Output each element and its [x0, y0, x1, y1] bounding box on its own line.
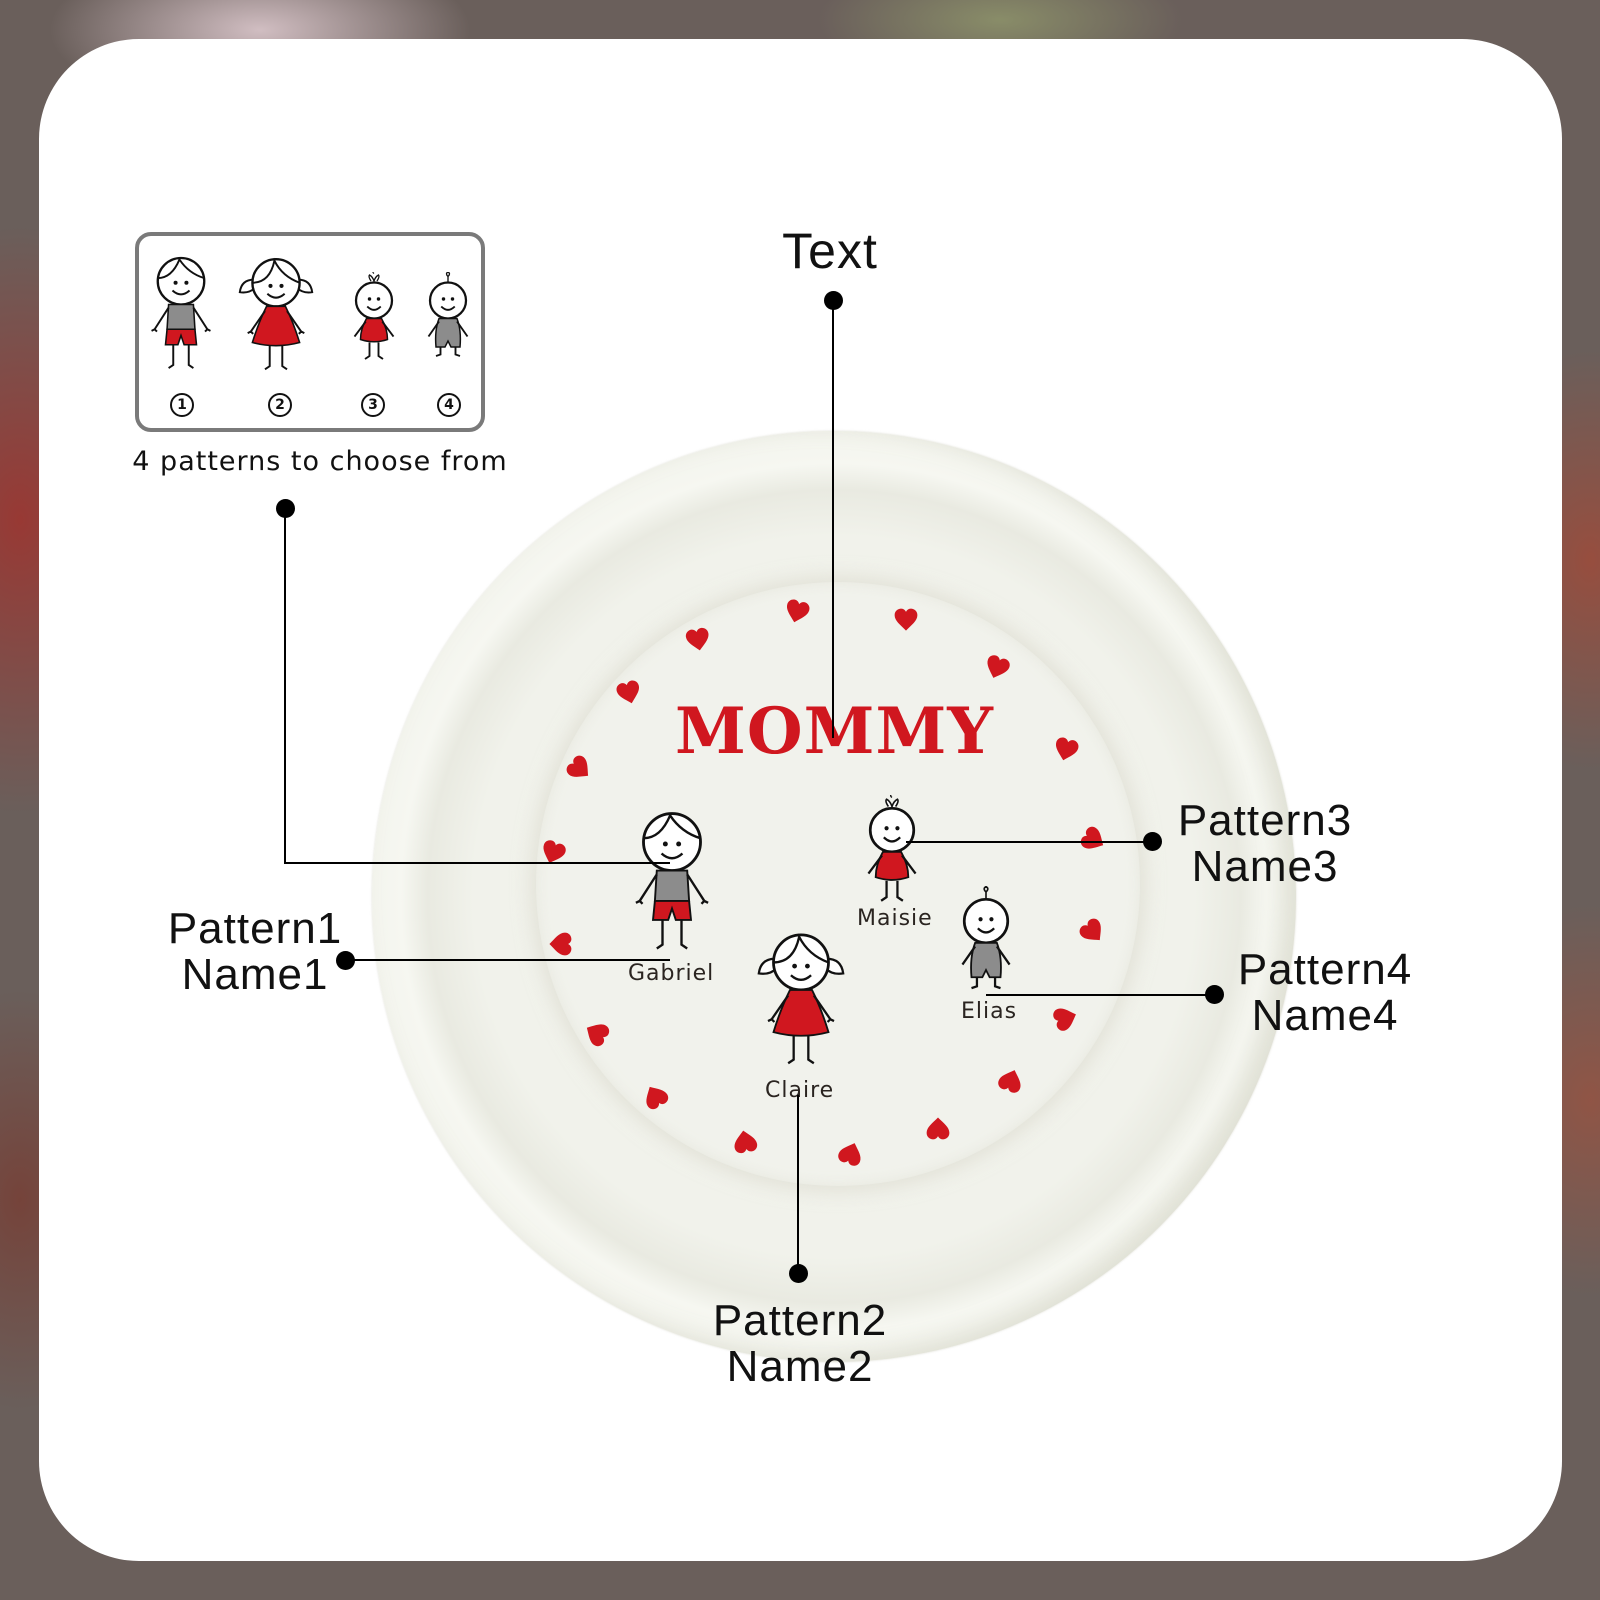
heart-icon [893, 607, 919, 633]
callout-legend-line-vertical [284, 508, 286, 864]
callout-pattern4-dot [1205, 985, 1224, 1004]
callout-pattern4-line [986, 994, 1214, 996]
callout-pattern3-line2: Name3 [1191, 842, 1339, 891]
callout-legend-line-horizontal [284, 862, 670, 864]
callout-pattern4-label: Pattern4 Name4 [1220, 947, 1430, 1039]
pattern-number-4: 4 [437, 393, 461, 417]
heart-icon [547, 931, 573, 957]
callout-pattern3-label: Pattern3 Name3 [1160, 798, 1370, 890]
callout-text-line [832, 300, 834, 738]
baby-boy-figure-icon [957, 886, 1015, 996]
heart-icon [683, 625, 713, 655]
figure-name-gabriel: Gabriel [628, 961, 715, 986]
figure-name-maisie: Maisie [857, 906, 933, 931]
callout-pattern2-label: Pattern2 Name2 [690, 1298, 910, 1390]
callout-pattern4-line1: Pattern4 [1237, 945, 1413, 994]
callout-pattern1-line [345, 959, 670, 961]
baby-girl-figure-icon [350, 272, 398, 362]
callout-pattern1-line1: Pattern1 [167, 904, 343, 953]
heart-icon [730, 1126, 760, 1156]
boy-figure-icon [150, 254, 212, 372]
callout-pattern3-line [906, 841, 1152, 843]
baby-girl-figure-icon [863, 795, 921, 905]
boy-figure-icon [634, 808, 710, 954]
callout-pattern1-label: Pattern1 Name1 [150, 906, 360, 998]
callout-pattern4-line2: Name4 [1251, 991, 1399, 1040]
callout-pattern2-line [797, 1095, 799, 1273]
callout-pattern2-line2: Name2 [726, 1342, 874, 1391]
plate-well [536, 582, 1140, 1186]
pattern-number-2: 2 [268, 393, 292, 417]
figure-name-elias: Elias [961, 999, 1018, 1024]
callout-pattern1-line2: Name1 [181, 950, 329, 999]
pattern-number-1: 1 [170, 393, 194, 417]
patterns-caption: 4 patterns to choose from [132, 446, 508, 477]
heart-icon [925, 1115, 951, 1141]
girl-figure-icon [238, 256, 314, 374]
callout-pattern2-line1: Pattern2 [712, 1296, 888, 1345]
girl-figure-icon [757, 926, 845, 1074]
plate-text: MOMMY [675, 694, 994, 769]
callout-text-label: Text [782, 223, 878, 279]
callout-pattern3-line1: Pattern3 [1177, 796, 1353, 845]
callout-pattern2-dot [789, 1264, 808, 1283]
figure-name-claire: Claire [765, 1078, 835, 1103]
baby-boy-figure-icon [424, 272, 472, 362]
callout-pattern3-dot [1143, 832, 1162, 851]
pattern-number-3: 3 [361, 393, 385, 417]
